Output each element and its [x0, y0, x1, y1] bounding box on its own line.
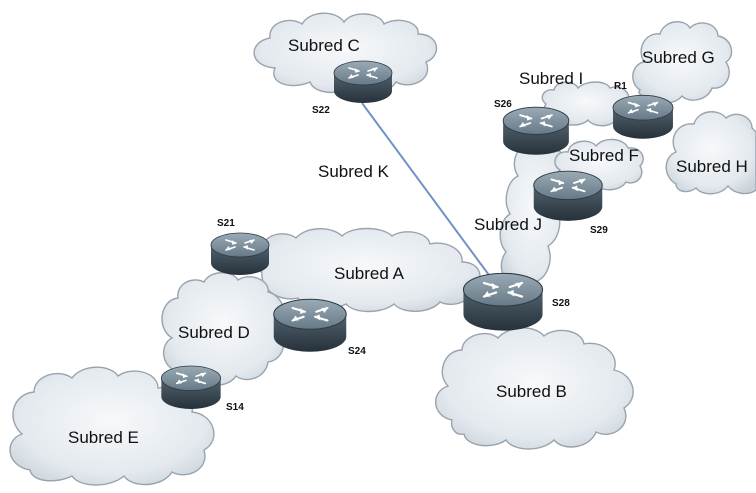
label-subred-a: Subred A [334, 264, 405, 283]
router-r1-label: R1 [614, 81, 627, 92]
router-s14-icon[interactable] [160, 365, 222, 410]
cloud-subred-b: Subred B [435, 327, 634, 450]
router-s22-icon[interactable] [333, 60, 393, 104]
router-s26-label: S26 [494, 99, 512, 110]
label-subred-f: Subred F [569, 146, 639, 165]
cloud-subred-h: Subred H [665, 111, 756, 195]
label-subred-j: Subred J [474, 215, 542, 234]
label-subred-e: Subred E [68, 428, 139, 447]
label-subred-k: Subred K [318, 162, 390, 181]
router-s21-icon[interactable] [210, 232, 270, 276]
router-r1-icon[interactable] [612, 94, 674, 140]
cloud-subred-d: Subred D [161, 272, 285, 386]
router-s21-label: S21 [217, 218, 235, 229]
cloud-subred-g: Subred G [632, 21, 733, 104]
label-subred-h: Subred H [676, 157, 748, 176]
label-subred-c: Subred C [288, 36, 360, 55]
link-subred-k [361, 102, 501, 291]
router-s22-label: S22 [312, 105, 330, 116]
router-s24-icon[interactable] [272, 298, 348, 353]
label-subred-g: Subred G [642, 48, 715, 67]
router-s24-label: S24 [348, 346, 366, 357]
label-subred-b: Subred B [496, 382, 567, 401]
router-s14-label: S14 [226, 402, 244, 413]
label-subred-d: Subred D [178, 323, 250, 342]
router-s29-label: S29 [590, 225, 608, 236]
router-s26-icon[interactable] [502, 106, 570, 156]
router-s29-icon[interactable] [532, 170, 604, 222]
router-s28-label: S28 [552, 298, 570, 309]
label-subred-i: Subred I [519, 69, 583, 88]
router-s28-icon[interactable] [462, 272, 544, 332]
cloud-subred-a: Subred A [248, 227, 481, 313]
